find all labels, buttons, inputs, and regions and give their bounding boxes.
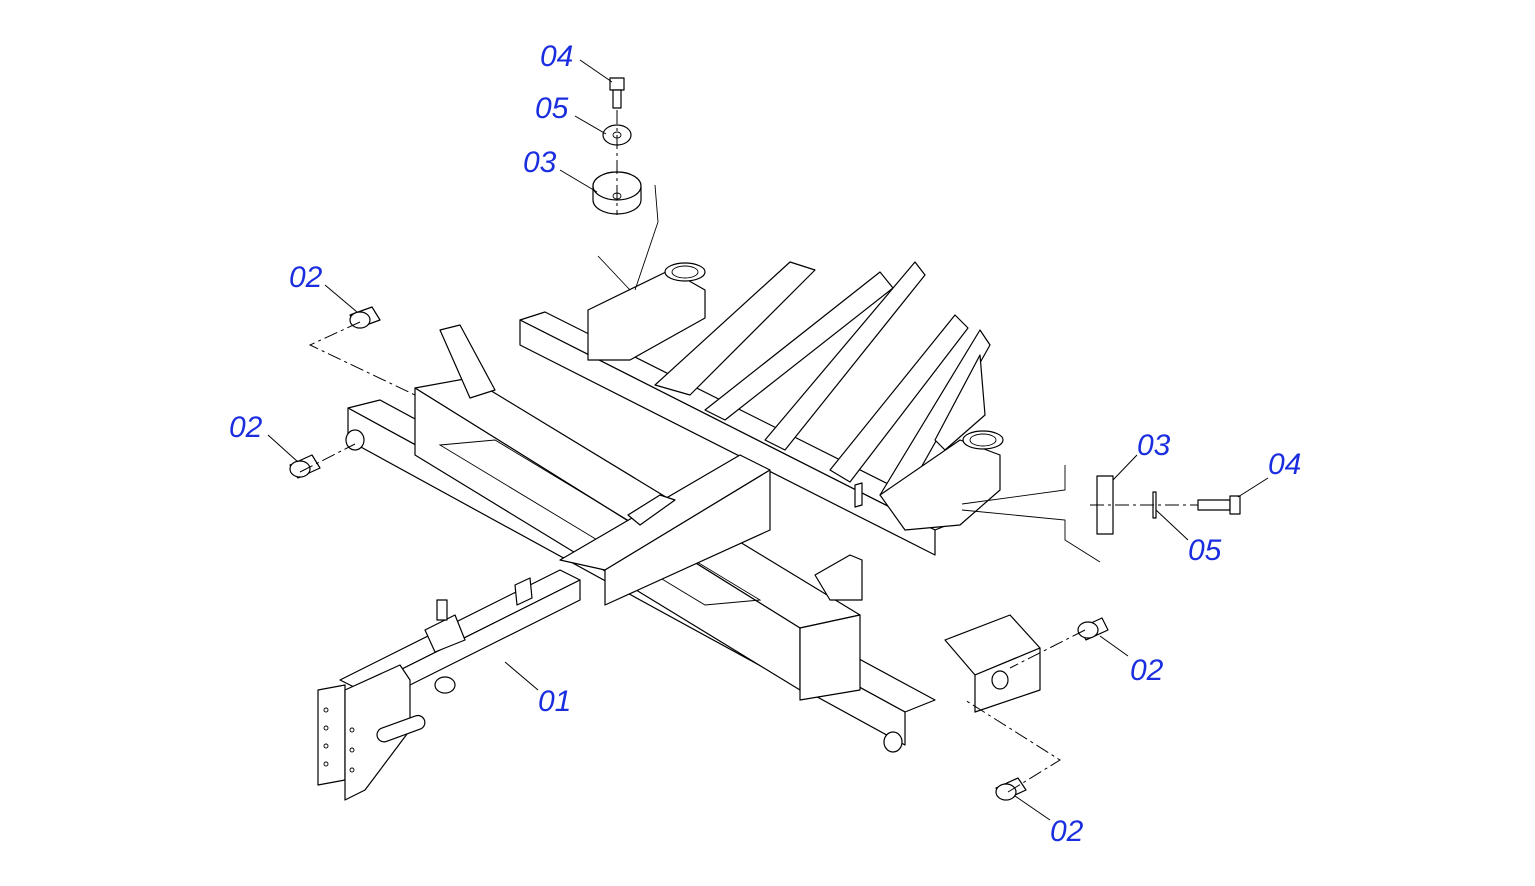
frame-assembly <box>317 261 1041 801</box>
callout-bushing-upper-left: 02 <box>289 261 323 294</box>
bushing-right <box>1077 617 1109 641</box>
callout-bolt-top: 04 <box>540 40 573 73</box>
callout-pad-top: 03 <box>523 146 557 179</box>
bolt-top <box>609 77 625 109</box>
callout-bushing-right: 02 <box>1130 654 1164 687</box>
callout-washer-top: 05 <box>535 92 569 125</box>
callout-bolt-right: 04 <box>1268 448 1301 481</box>
leader-lines <box>267 59 1269 821</box>
callout-pad-right: 03 <box>1137 429 1171 462</box>
bolt-right <box>1197 495 1241 515</box>
bushing-bottom-right <box>995 777 1027 801</box>
callout-frame: 01 <box>538 685 571 718</box>
bushing-left <box>289 454 321 479</box>
callout-bushing-left: 02 <box>229 411 263 444</box>
callout-bushing-bottom-right: 02 <box>1050 815 1084 848</box>
callout-washer-right: 05 <box>1188 534 1222 567</box>
